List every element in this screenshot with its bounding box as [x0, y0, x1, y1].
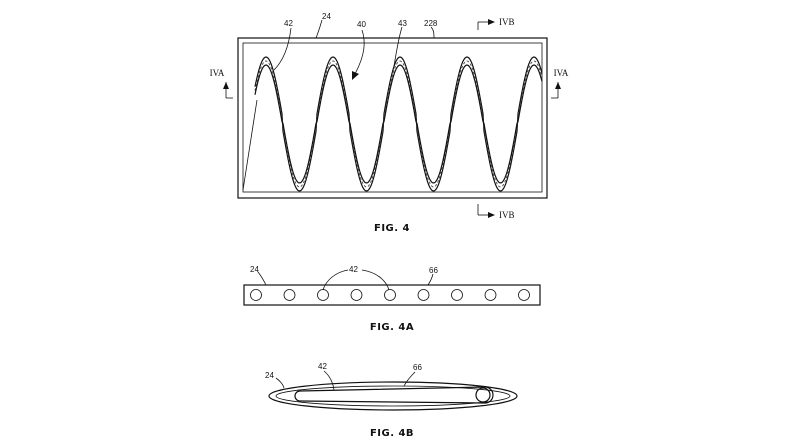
leader-42 — [273, 27, 292, 71]
ref-24a: 24 — [250, 265, 259, 274]
tube-hole — [518, 289, 530, 301]
ref-24: 24 — [322, 12, 331, 21]
section-ivb-top-arrow — [488, 19, 495, 25]
section-ivb-bottom-arrow — [488, 212, 495, 218]
leader-40 — [354, 29, 365, 75]
ref-42: 42 — [284, 19, 293, 28]
leader-42a-right — [361, 269, 390, 291]
tube-start-segment — [242, 99, 258, 191]
leader-24a — [257, 271, 267, 286]
section-iva-left-arrow — [223, 82, 229, 89]
leader-42a-left — [322, 269, 349, 291]
leader-24 — [315, 19, 323, 39]
ref-43: 43 — [398, 19, 407, 28]
outer-frame — [237, 37, 548, 199]
leader-66b — [403, 371, 416, 387]
serpentine-tube-centerline — [254, 60, 543, 188]
ref-24b: 24 — [265, 371, 274, 380]
leader-66a — [427, 273, 434, 286]
leader-24b — [275, 377, 285, 389]
inner-frame — [242, 42, 543, 193]
ref-66b: 66 — [413, 363, 422, 372]
caption-fig-4b: FIG. 4B — [370, 428, 414, 439]
ref-228: 228 — [424, 19, 438, 28]
tube-hole — [317, 289, 329, 301]
serpentine-tube-outer — [254, 56, 543, 192]
leader-228 — [430, 26, 435, 39]
section-iva-left: IVA — [210, 68, 225, 78]
tube-body — [294, 386, 494, 404]
tube-end — [475, 387, 491, 403]
ref-42a: 42 — [349, 265, 358, 274]
ref-42b: 42 — [318, 362, 327, 371]
fig-4b: 24 42 66 FIG. 4B — [265, 362, 518, 439]
tube-hole — [484, 289, 497, 301]
outer-sheath — [268, 381, 518, 411]
tube-hole — [417, 289, 430, 301]
inner-sheath — [275, 385, 511, 407]
fig-4: 42 24 40 43 228 IVA IVA IVB IVB FIG. 4 — [210, 12, 569, 234]
serpentine-tube-inner — [254, 64, 543, 184]
tube-hole — [350, 289, 363, 301]
leader-43 — [393, 26, 403, 67]
strip-cross-section — [243, 284, 541, 306]
section-iva-right-arrow — [555, 82, 561, 89]
leader-42b — [323, 370, 335, 391]
arrow-40 — [352, 71, 359, 80]
tube-hole — [283, 289, 296, 301]
tube-hole — [384, 289, 396, 301]
tube-hole — [451, 289, 463, 301]
fig-4a: 24 42 66 FIG. 4A — [243, 265, 541, 333]
caption-fig-4a: FIG. 4A — [370, 322, 414, 333]
ref-66a: 66 — [429, 266, 438, 275]
ref-40: 40 — [357, 20, 366, 29]
caption-fig-4: FIG. 4 — [374, 223, 410, 234]
tube-holes — [250, 289, 530, 301]
section-ivb-bottom: IVB — [499, 210, 515, 220]
tube-hole — [250, 289, 262, 301]
section-iva-right: IVA — [554, 68, 569, 78]
section-ivb-top: IVB — [499, 17, 515, 27]
